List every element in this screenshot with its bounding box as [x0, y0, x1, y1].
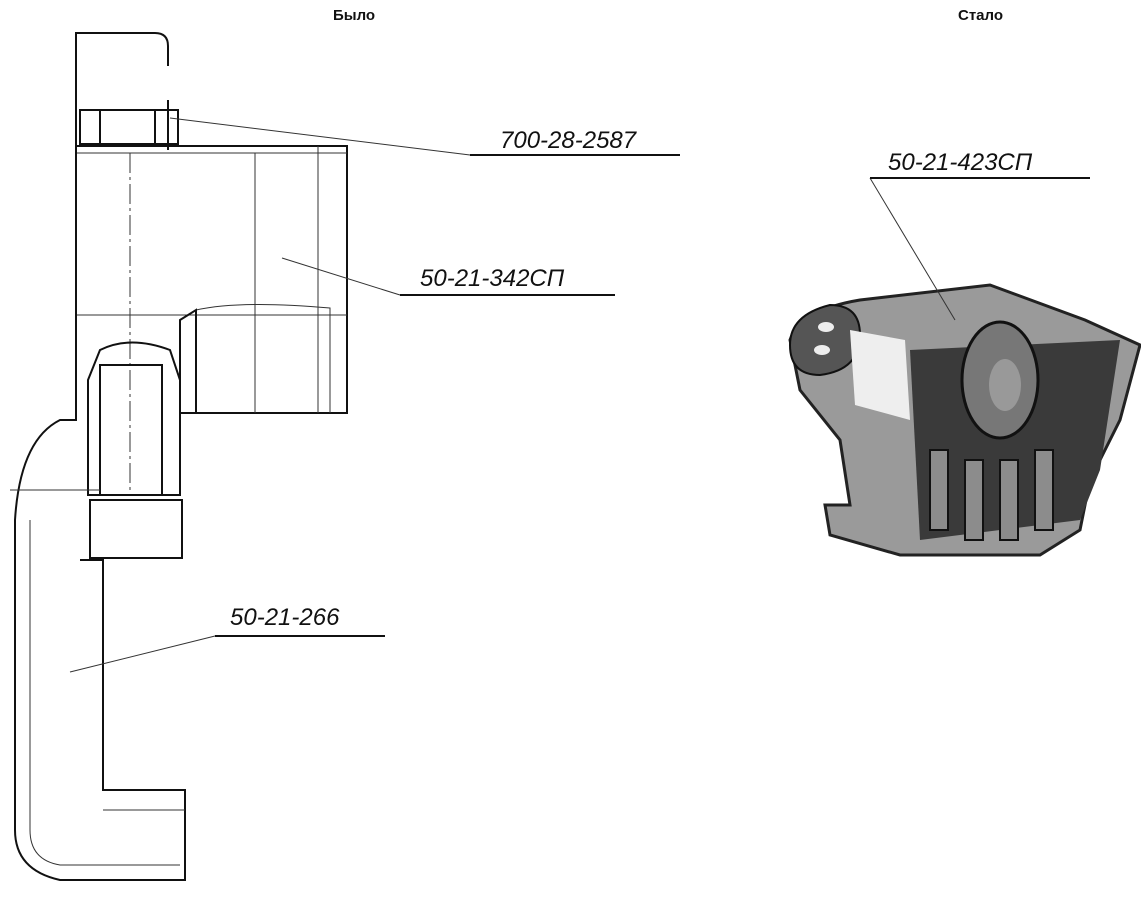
leader-hook — [69, 635, 216, 673]
top-plate — [75, 32, 169, 150]
body-part-old — [76, 145, 348, 414]
label-body-old: 50-21-342СП — [420, 265, 565, 292]
bracket-part — [79, 109, 179, 145]
new-body-casting — [788, 283, 1141, 557]
pin — [99, 364, 163, 496]
leader-body-new — [869, 177, 956, 321]
label-body-new: 50-21-423СП — [888, 149, 1033, 176]
label-bracket: 700-28-2587 — [500, 127, 638, 154]
label-hook: 50-21-266 — [230, 604, 340, 631]
header-before: Было — [333, 7, 375, 24]
leader-bracket — [169, 117, 471, 156]
old-assembly-drawing — [10, 32, 348, 881]
header-after: Стало — [958, 7, 1003, 24]
leader-body-old — [281, 257, 401, 296]
hook-part — [14, 146, 186, 881]
